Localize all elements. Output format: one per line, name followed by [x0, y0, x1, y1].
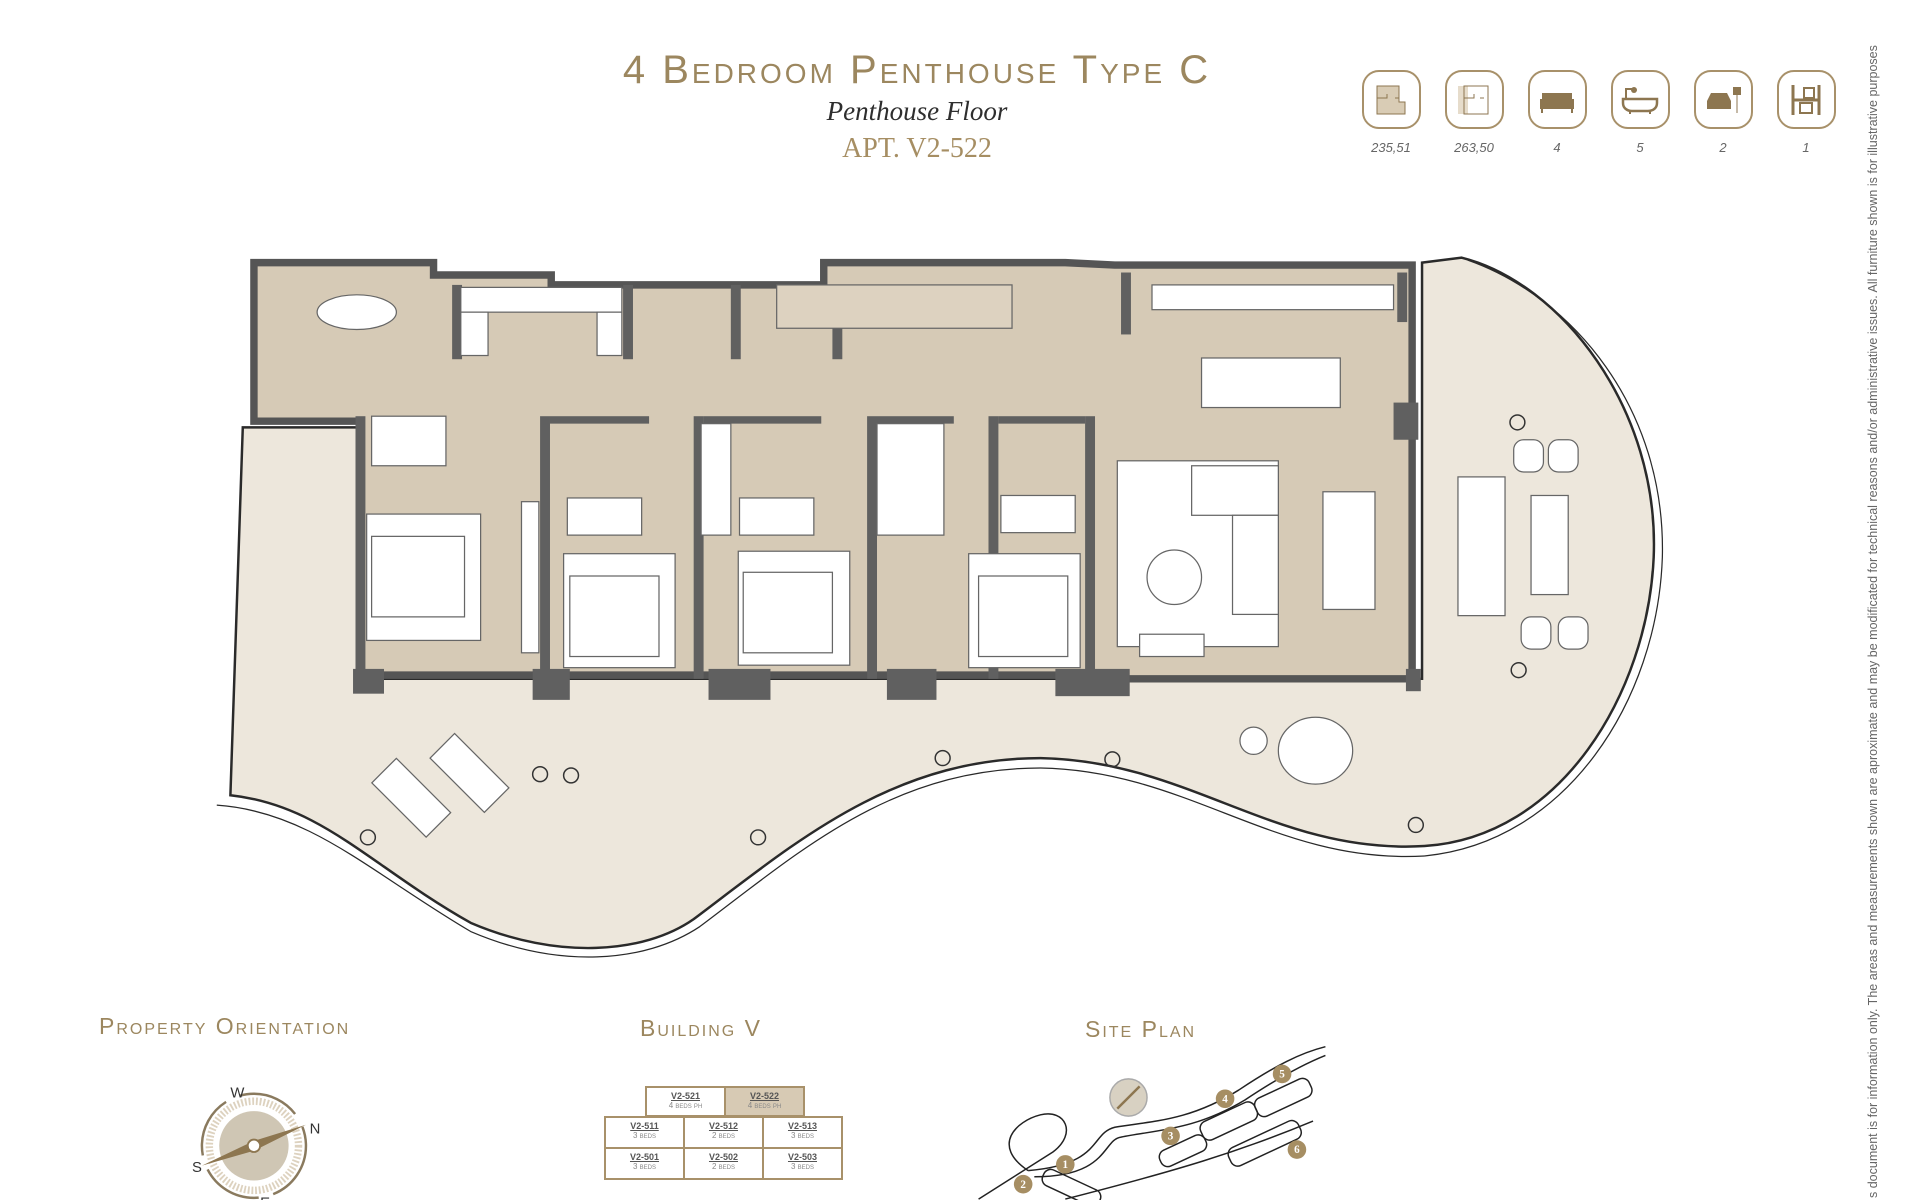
- property-orientation-heading: Property Orientation: [99, 1013, 351, 1039]
- site-plan-map: [978, 1045, 1326, 1200]
- site-marker-2: 2: [1020, 1179, 1026, 1191]
- site-plan-heading: Site Plan: [1085, 1016, 1197, 1042]
- unit-number: V2-512: [708, 1121, 739, 1131]
- internal-walls: [353, 272, 1421, 700]
- site-marker-4: 4: [1222, 1093, 1228, 1105]
- compass-north: N: [310, 1121, 321, 1137]
- terrace-railing-right: [1424, 259, 1663, 857]
- unit-beds: 3 beds: [790, 1131, 814, 1140]
- unit-number: V2-511: [630, 1121, 659, 1131]
- site-marker-6: 6: [1294, 1144, 1300, 1156]
- unit-beds: 3 beds: [632, 1131, 656, 1140]
- unit-number: V2-513: [787, 1121, 818, 1131]
- stat-value: 235,51: [1371, 140, 1411, 155]
- unit-number: V2-522: [749, 1091, 780, 1101]
- unit-beds: 4 beds ph: [668, 1101, 703, 1110]
- unit-beds: 3 beds: [790, 1162, 814, 1171]
- terrace-railing: [216, 767, 1425, 958]
- stat-value: 4: [1553, 140, 1561, 155]
- stat-value: 1: [1802, 140, 1810, 155]
- stat-value: 2: [1719, 140, 1727, 155]
- compass-west: W: [230, 1085, 244, 1101]
- stat-total-area: 263,50: [1434, 70, 1514, 155]
- stat-parking: 2: [1683, 70, 1763, 155]
- disclaimer-text: s document is for information only. The …: [1866, 45, 1880, 1198]
- storage-icon: [1776, 70, 1836, 129]
- site-plan-markers: 1 2 3 4 5 6: [1013, 1064, 1307, 1194]
- stat-storage: 1: [1766, 70, 1846, 155]
- unit-beds: 2 beds: [711, 1131, 735, 1140]
- stat-bedrooms: 4: [1517, 70, 1597, 155]
- unit-number: V2-501: [629, 1152, 660, 1162]
- unit-cell[interactable]: V2-521 4 beds ph: [645, 1086, 726, 1117]
- stat-value: 263,50: [1454, 140, 1494, 155]
- bed-icon: [1527, 70, 1587, 129]
- apartment-number: APT. V2-522: [842, 133, 992, 164]
- stat-value: 5: [1636, 140, 1644, 155]
- column-markers: [359, 414, 1527, 846]
- building-heading: Building V: [640, 1015, 762, 1041]
- built-area-icon: [1361, 70, 1421, 129]
- site-marker-5: 5: [1279, 1069, 1285, 1081]
- compass-rose: N S W E: [192, 1085, 320, 1200]
- compass-south: S: [192, 1160, 202, 1176]
- compass-east: E: [260, 1196, 270, 1200]
- floor-subtitle: Penthouse Floor: [826, 96, 1008, 126]
- unit-number: V2-503: [787, 1152, 818, 1162]
- bathtub-icon: [1610, 70, 1670, 129]
- total-area-icon: [1444, 70, 1504, 129]
- site-marker-1: 1: [1063, 1159, 1069, 1171]
- parking-icon: [1693, 70, 1753, 129]
- site-marker-3: 3: [1168, 1131, 1174, 1143]
- furniture: [316, 284, 1589, 839]
- unit-beds: 3 beds: [632, 1162, 656, 1171]
- bathtub: [316, 294, 398, 331]
- unit-number: V2-502: [708, 1152, 739, 1162]
- unit-cell-selected[interactable]: V2-522 4 beds ph: [724, 1086, 805, 1117]
- unit-number: V2-521: [670, 1091, 701, 1101]
- stat-bathrooms: 5: [1600, 70, 1680, 155]
- stat-built-area: 235,51: [1351, 70, 1431, 155]
- page-title: 4 Bedroom Penthouse Type C: [622, 48, 1212, 92]
- unit-beds: 2 beds: [711, 1162, 735, 1171]
- unit-beds: 4 beds ph: [747, 1101, 782, 1110]
